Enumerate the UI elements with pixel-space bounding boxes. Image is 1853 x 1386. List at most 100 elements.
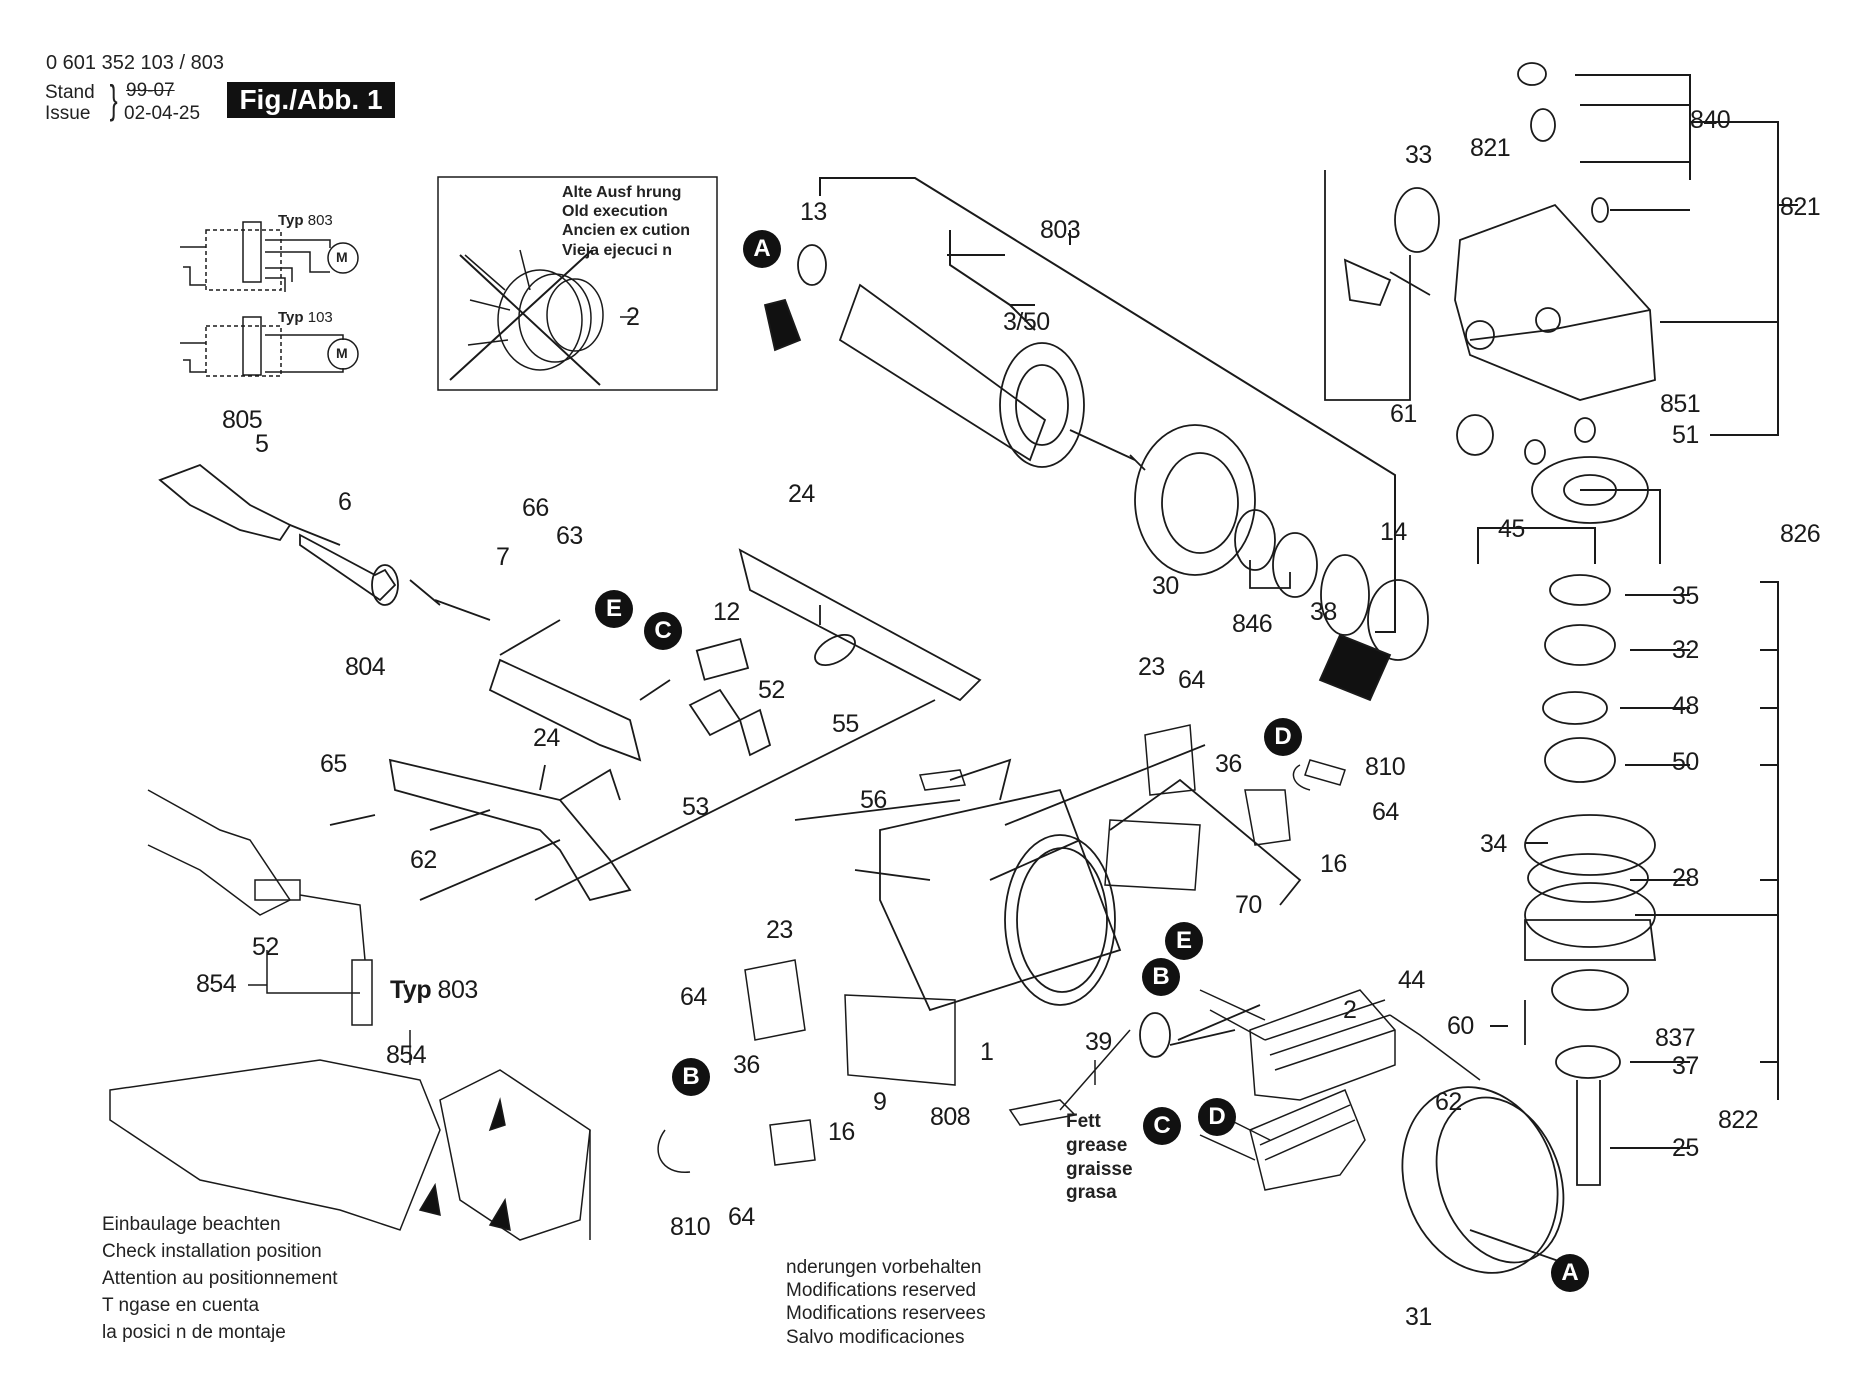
note-line: Attention au positionnement <box>102 1267 338 1289</box>
note-line: grease <box>1066 1134 1128 1156</box>
part-label: 1 <box>980 1038 994 1066</box>
part-label: 48 <box>1672 692 1699 720</box>
typ-803-label: Typ 803 <box>278 212 333 229</box>
part-label: 803 <box>1040 216 1081 244</box>
callout-e: E <box>595 590 633 628</box>
part-label: 2 <box>626 303 640 331</box>
part-label: 45 <box>1498 515 1525 543</box>
note-line: Old execution <box>562 203 668 221</box>
callout-a: A <box>1551 1254 1589 1292</box>
brush-holder-parts <box>657 724 1346 1173</box>
note-line: T ngase en cuenta <box>102 1294 260 1316</box>
part-label: 837 <box>1655 1024 1696 1052</box>
install-position-note: Einbaulage beachten Check installation p… <box>102 1212 338 1347</box>
stator <box>1199 989 1481 1191</box>
issue-label: Issue <box>45 103 91 124</box>
part-label: 822 <box>1718 1106 1759 1134</box>
motor-symbol-103: M <box>336 345 348 361</box>
part-label: 826 <box>1780 520 1821 548</box>
part-label: 28 <box>1672 864 1699 892</box>
note-line: nderungen vorbehalten <box>786 1257 982 1278</box>
cord-and-switch <box>158 463 982 762</box>
part-label: 56 <box>860 786 887 814</box>
part-label: 44 <box>1398 966 1425 994</box>
part-label: 66 <box>522 494 549 522</box>
old-execution-note: Alte Ausf hrung Old execution Ancien ex … <box>562 183 690 260</box>
armature <box>763 244 1146 471</box>
note-line: Check installation position <box>102 1240 322 1262</box>
part-label: 64 <box>728 1203 755 1231</box>
part-label: 808 <box>930 1103 971 1131</box>
callout-d: D <box>1264 718 1302 756</box>
part-number: 0 601 352 103 / 803 <box>46 52 224 74</box>
part-label: 805 <box>222 406 263 434</box>
callout-b: B <box>672 1058 710 1096</box>
stand-label: Stand <box>45 82 95 103</box>
typ-value: 803 <box>437 976 479 1004</box>
installation-detail <box>109 1030 591 1241</box>
note-line: la posici n de montaje <box>102 1321 286 1343</box>
figure-label: Fig./Abb. 1 <box>227 82 395 118</box>
part-label: 6 <box>338 488 352 516</box>
typ-prefix: Typ <box>278 212 304 229</box>
fan-and-bearings <box>1134 424 1429 702</box>
old-stator-sketch <box>449 249 636 386</box>
part-label: 33 <box>1405 141 1432 169</box>
part-label: 13 <box>800 198 827 226</box>
bracket-822 <box>1635 581 1779 1100</box>
note-line: Fett <box>1066 1111 1101 1132</box>
part-label: 62 <box>410 846 437 874</box>
callout-e: E <box>1165 922 1203 960</box>
note-line: Vieja ejecuci n <box>562 241 672 259</box>
typ-value: 803 <box>307 212 333 229</box>
part-label: 60 <box>1447 1012 1474 1040</box>
part-label: 34 <box>1480 830 1507 858</box>
part-label: 52 <box>252 933 279 961</box>
callout-c: C <box>1143 1107 1181 1145</box>
note-line: Einbaulage beachten <box>102 1214 281 1235</box>
note-line: Alte Ausf hrung <box>562 184 682 201</box>
part-label: 70 <box>1235 891 1262 919</box>
wiring-diagram-103 <box>180 316 359 377</box>
part-label: 9 <box>873 1088 887 1116</box>
typ-103-label: Typ 103 <box>278 309 333 326</box>
motor-housing <box>794 744 1302 1012</box>
part-label: 2 <box>1343 996 1357 1024</box>
labels-plates <box>844 769 1201 1126</box>
old-stand-date: 99-07 <box>126 80 175 101</box>
part-label: 65 <box>320 750 347 778</box>
typ-prefix: Typ <box>390 976 432 1004</box>
note-line: graisse <box>1066 1158 1133 1180</box>
typ-value: 103 <box>307 309 333 326</box>
note-line: grasa <box>1066 1182 1117 1204</box>
part-label: 3/50 <box>1003 308 1050 336</box>
part-label: 821 <box>1780 193 1821 221</box>
wiring-diagram-803 <box>180 221 359 292</box>
part-label: 64 <box>1372 798 1399 826</box>
gear-housing <box>1324 62 1656 524</box>
part-label: 14 <box>1380 518 1407 546</box>
part-label: 23 <box>1138 653 1165 681</box>
part-label: 12 <box>713 598 740 626</box>
part-label: 7 <box>496 543 510 571</box>
handle-half <box>329 699 936 902</box>
bracket-803 <box>819 177 1396 633</box>
typ-803-cord-detail <box>147 789 373 1026</box>
part-label: 16 <box>1320 850 1347 878</box>
part-label: 35 <box>1672 582 1699 610</box>
part-label: 32 <box>1672 636 1699 664</box>
part-label: 55 <box>832 710 859 738</box>
callout-b: B <box>1142 958 1180 996</box>
note-line: Ancien ex cution <box>562 222 691 240</box>
part-label: 810 <box>670 1213 711 1241</box>
part-label: 64 <box>680 983 707 1011</box>
part-label: 62 <box>1435 1088 1462 1116</box>
part-label: 51 <box>1672 421 1699 449</box>
grease-note: Fett grease graisse grasa <box>1066 1110 1133 1205</box>
part-label: 25 <box>1672 1134 1699 1162</box>
part-label: 61 <box>1390 400 1417 428</box>
part-label: 804 <box>345 653 386 681</box>
part-label: 821 <box>1470 134 1511 162</box>
part-label: 53 <box>682 793 709 821</box>
